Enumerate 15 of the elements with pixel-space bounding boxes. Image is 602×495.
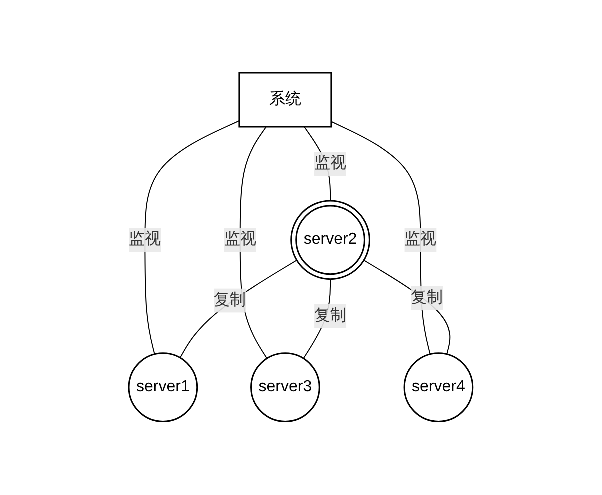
edge-label: 监视: [129, 231, 162, 248]
node-circle: server4: [404, 352, 474, 423]
connector: [144, 120, 240, 356]
edge-label: 复制: [214, 292, 246, 309]
node-circle: server3: [250, 352, 320, 423]
edge-label: 监视: [224, 231, 256, 248]
node-circle: server1: [128, 352, 198, 423]
edge-label: 复制: [314, 307, 347, 324]
node-circle: server2: [290, 200, 370, 280]
node-box: 系统: [238, 72, 332, 128]
connector: [180, 260, 298, 359]
edge-label: 复制: [411, 290, 444, 307]
connector: [364, 260, 451, 356]
edge-label: 监视: [314, 155, 347, 172]
edge-label: 监视: [404, 231, 437, 248]
